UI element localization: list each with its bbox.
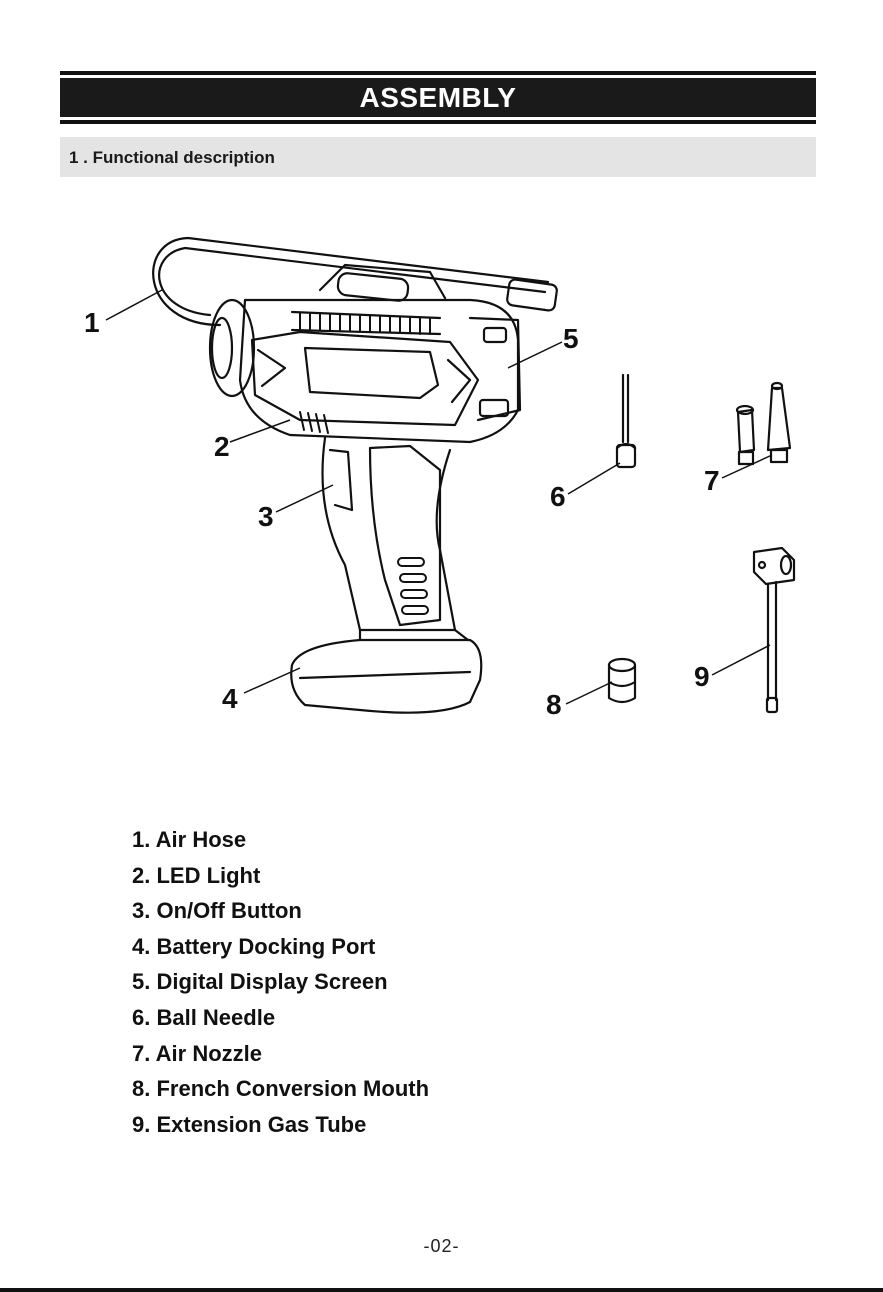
parts-list-item: 9. Extension Gas Tube bbox=[132, 1107, 429, 1143]
display-screen-shape bbox=[470, 318, 520, 420]
led-light-shape bbox=[300, 412, 328, 433]
bottom-rule bbox=[0, 1288, 883, 1292]
hose-tip-shape bbox=[506, 279, 557, 311]
parts-list-item: 5. Digital Display Screen bbox=[132, 964, 429, 1000]
french-conversion-mouth-shape bbox=[609, 659, 635, 702]
section-title: 1 . Functional description bbox=[69, 137, 275, 179]
ball-needle-shape bbox=[617, 375, 635, 467]
section-header: 1 . Functional description bbox=[60, 137, 816, 177]
parts-list-item: 7. Air Nozzle bbox=[132, 1036, 429, 1072]
top-vents-shape bbox=[300, 313, 430, 334]
trigger-shape bbox=[330, 450, 352, 510]
parts-list-item: 6. Ball Needle bbox=[132, 1000, 429, 1036]
parts-list-item: 2. LED Light bbox=[132, 858, 429, 894]
extension-gas-tube-shape bbox=[754, 548, 794, 712]
parts-list: 1. Air Hose 2. LED Light 3. On/Off Butto… bbox=[132, 822, 429, 1142]
callout-3: 3 bbox=[258, 501, 274, 532]
air-nozzle-shape bbox=[737, 383, 790, 464]
grip-slots-shape bbox=[398, 558, 428, 614]
callout-8: 8 bbox=[546, 689, 562, 720]
header-bottom-rule bbox=[60, 120, 816, 124]
callout-4: 4 bbox=[222, 683, 238, 714]
callout-5: 5 bbox=[563, 323, 579, 354]
header-banner: ASSEMBLY bbox=[60, 71, 816, 124]
page-number: -02- bbox=[0, 1236, 883, 1257]
display-window-shape bbox=[305, 348, 438, 398]
callout-2: 2 bbox=[214, 431, 230, 462]
parts-list-item: 1. Air Hose bbox=[132, 822, 429, 858]
callout-7: 7 bbox=[704, 465, 720, 496]
parts-list-item: 3. On/Off Button bbox=[132, 893, 429, 929]
callout-6: 6 bbox=[550, 481, 566, 512]
parts-list-item: 8. French Conversion Mouth bbox=[132, 1071, 429, 1107]
product-diagram: 1 2 3 4 5 6 7 8 9 bbox=[0, 220, 883, 740]
side-panel-shape bbox=[252, 332, 478, 425]
parts-list-item: 4. Battery Docking Port bbox=[132, 929, 429, 965]
callout-1: 1 bbox=[84, 307, 100, 338]
callout-9: 9 bbox=[694, 661, 710, 692]
page-title: ASSEMBLY bbox=[60, 78, 816, 117]
header-top-rule bbox=[60, 71, 816, 75]
